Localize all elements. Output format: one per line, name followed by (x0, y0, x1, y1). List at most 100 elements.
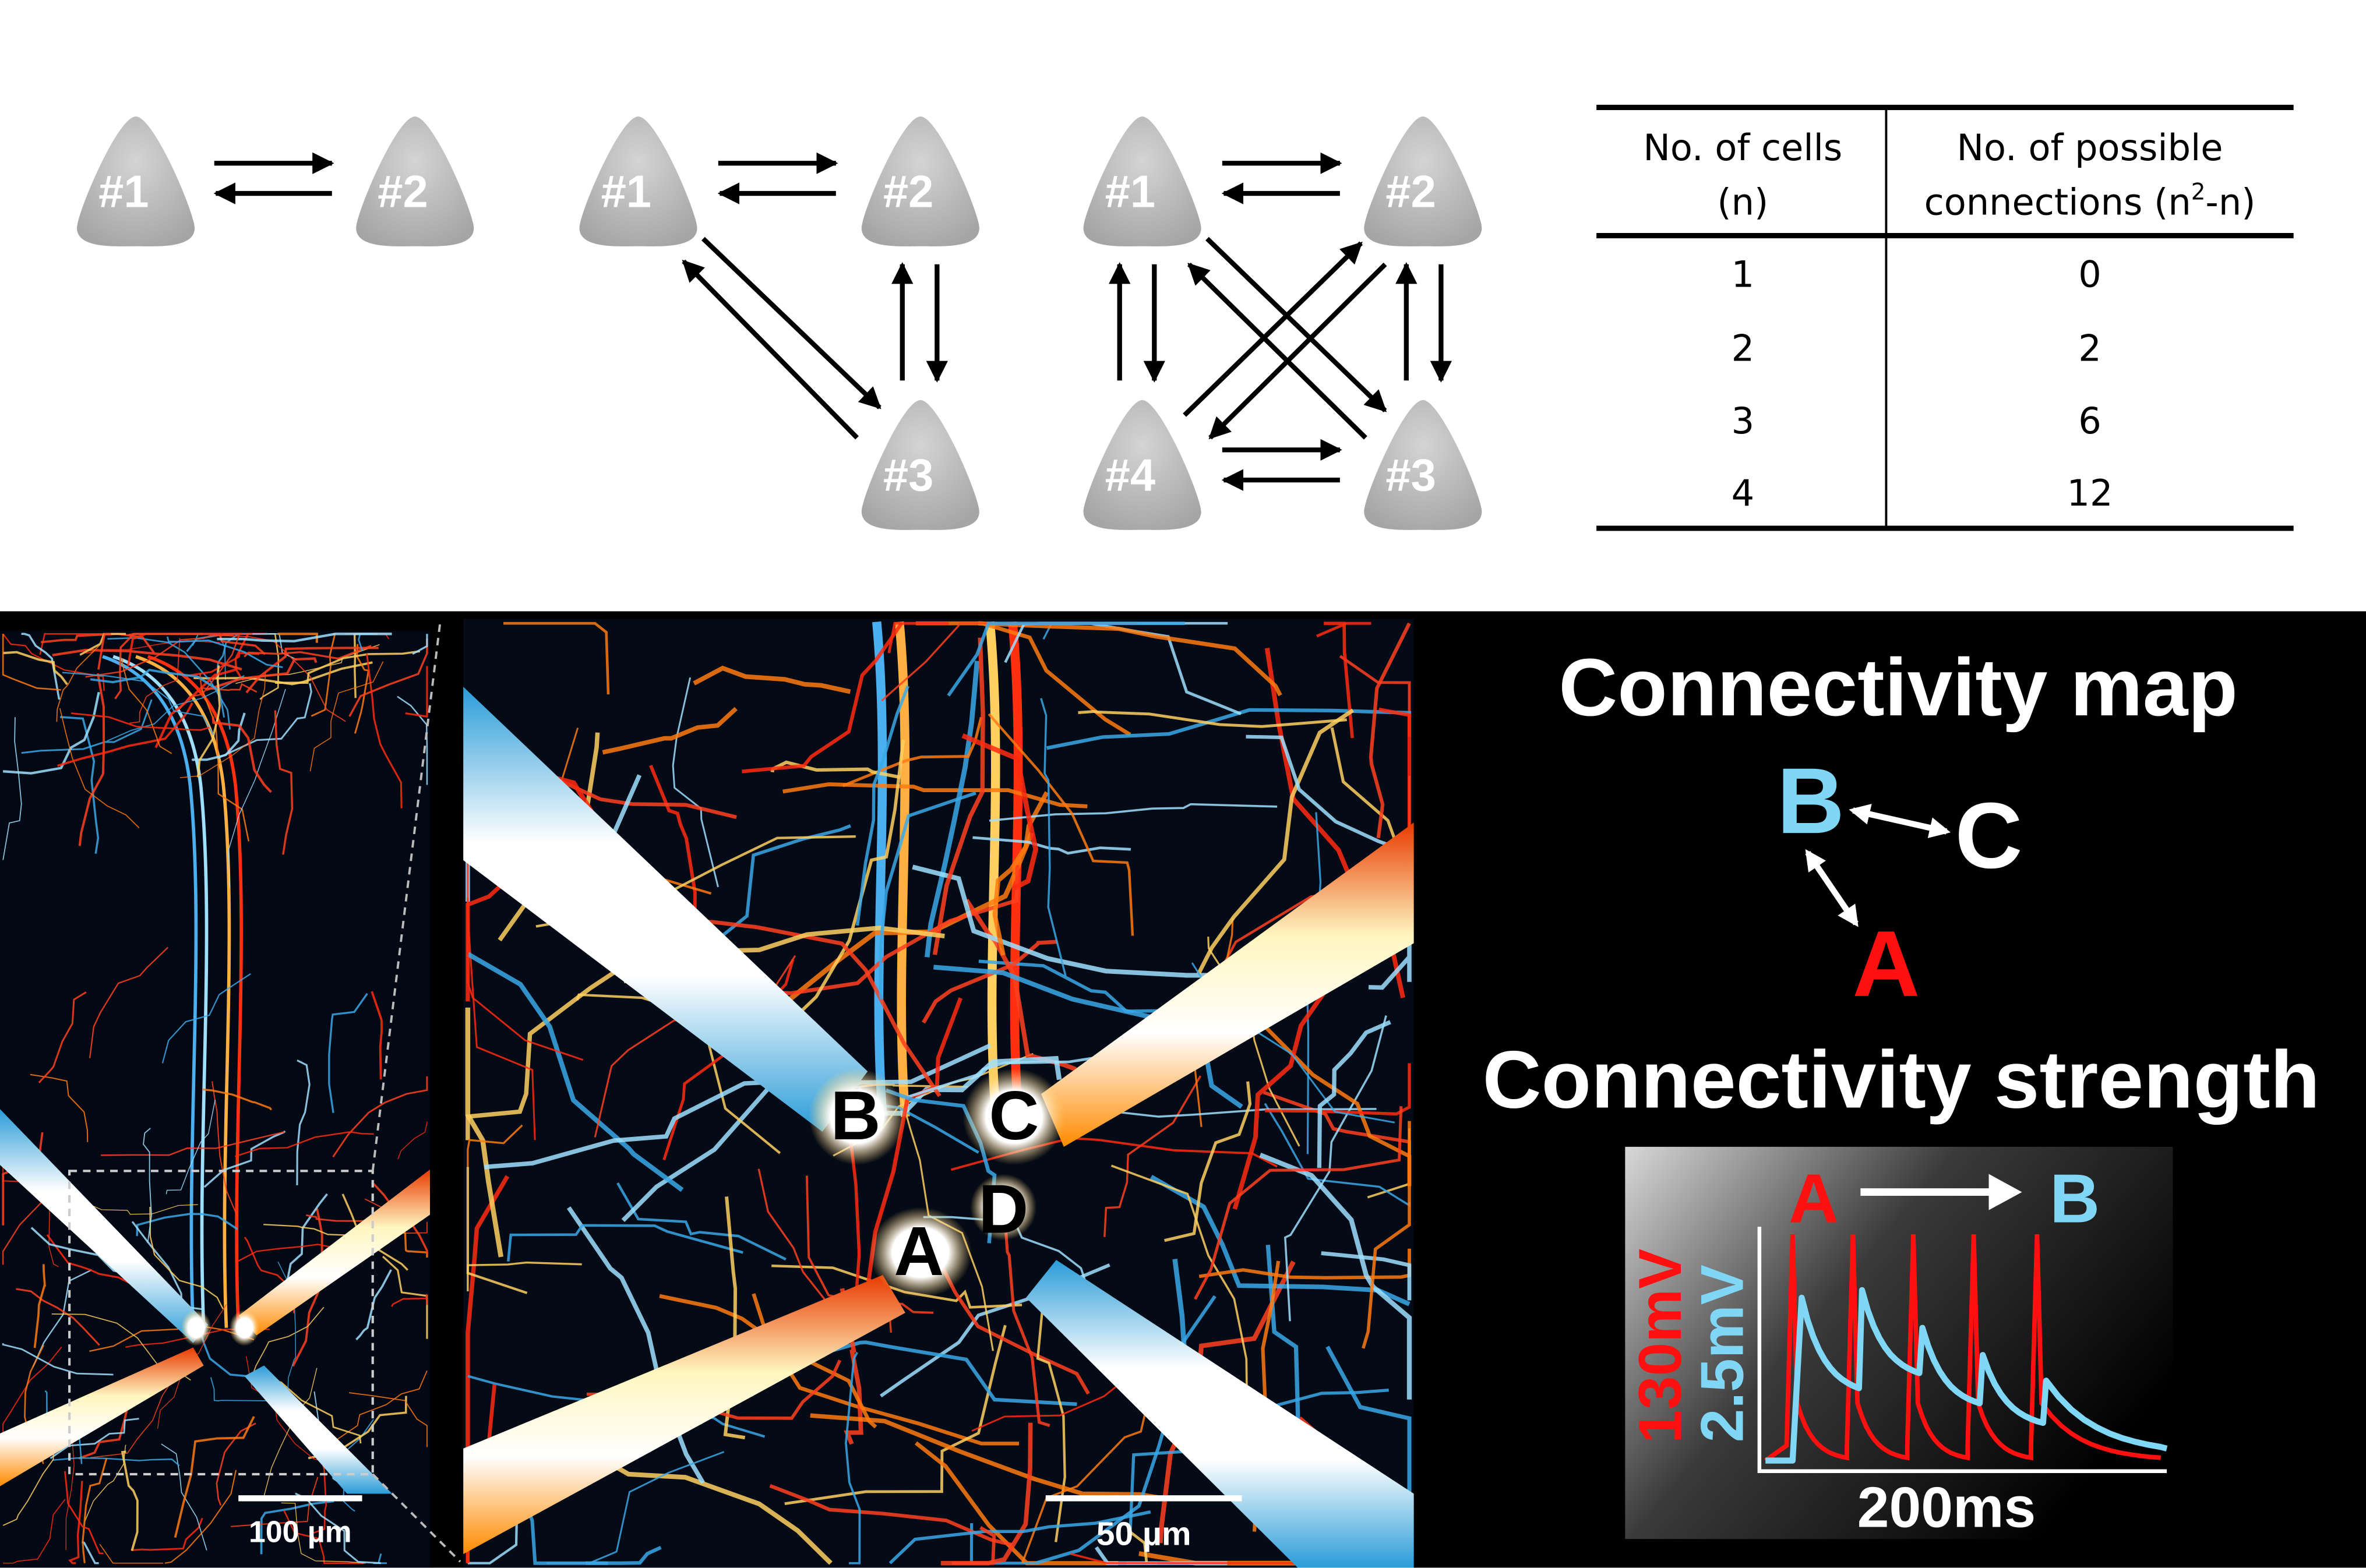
dendrite (769, 1484, 1013, 1547)
dendrite (211, 716, 272, 793)
cell-label: #1 (1105, 167, 1155, 217)
cell-triplet: #3 (861, 400, 979, 530)
dendrite (1040, 698, 1067, 977)
dendrite (784, 1325, 1007, 1506)
dendrite (1284, 1015, 1387, 1322)
dendrite (2, 1435, 55, 1526)
dendrite (503, 621, 610, 695)
table-cell-connections: 12 (2067, 472, 2113, 514)
dendrite (693, 665, 851, 694)
dendrite (82, 1458, 108, 1563)
dendrite (961, 733, 1039, 891)
blue-scale-label: 2.5mV (1688, 1265, 1755, 1442)
arrow-2-to-4 (1208, 262, 1387, 440)
dendrite (3, 651, 68, 686)
dendrite (121, 658, 172, 754)
dendrite (978, 621, 1282, 697)
cell-label-b: B (830, 1077, 880, 1154)
cell-pair: #2 (356, 116, 474, 246)
dendrite (769, 864, 1020, 995)
cell-pair: #1 (77, 116, 195, 246)
dendrite (41, 633, 155, 654)
dendrite (161, 1443, 207, 1551)
bidirectional-arrow-b-c (1849, 804, 1951, 838)
dendrite (78, 673, 105, 846)
header-connections-line2: connections (n2-n) (1924, 179, 2256, 223)
dendrite (1369, 622, 1411, 839)
postsynaptic-trace-b (1765, 1287, 2168, 1464)
cell-label: #1 (601, 167, 651, 217)
dendrite (205, 657, 318, 691)
dendrite (1002, 1191, 1050, 1427)
dendrite (59, 708, 140, 828)
pipette (0, 1109, 209, 1343)
dendrite (81, 1541, 99, 1565)
dendrite (888, 1510, 1151, 1565)
dendrite (260, 1500, 334, 1555)
scale-bar-label: 50 µm (1096, 1516, 1191, 1553)
dendrite (202, 1088, 273, 1111)
dendrite (397, 695, 428, 785)
dendrite (89, 1204, 198, 1215)
bidirectional-arrow-b-a (1805, 849, 1859, 927)
cell-quadruplet: #3 (1364, 400, 1482, 530)
soma-a (869, 1207, 972, 1298)
dendrite (951, 1526, 996, 1565)
dendrite (214, 634, 346, 722)
neuron-cone-icon (1364, 116, 1482, 246)
dendrite (484, 1076, 830, 1170)
cell-label-a: A (894, 1213, 944, 1290)
dendrite (2, 717, 22, 860)
connectivity-map-title: Connectivity map (1558, 641, 2238, 733)
neuron-cone-icon (1083, 400, 1201, 530)
dendrite (1259, 1153, 1412, 1400)
dendrite (245, 1356, 342, 1468)
pipette (463, 1275, 905, 1555)
cell-quadruplet: #4 (1083, 400, 1201, 530)
dendrite (161, 973, 251, 1064)
soma (181, 1309, 211, 1346)
dendrite (121, 1450, 139, 1551)
dendrite (348, 638, 428, 717)
arrow-4-to-2 (1183, 241, 1363, 417)
cell-label-d: D (978, 1171, 1028, 1248)
dendrite (97, 633, 111, 670)
dendrite (217, 633, 392, 642)
dendrite (348, 1392, 428, 1447)
dendrite (391, 1294, 428, 1307)
dendrite (925, 661, 980, 958)
neuron-cone-icon (77, 116, 195, 246)
dendrite (277, 633, 318, 643)
table-cell-connections: 6 (2078, 400, 2101, 442)
dendrite (275, 650, 421, 684)
time-scale-label: 200ms (1857, 1475, 2036, 1539)
dendrite (1070, 1552, 1306, 1565)
dendrite (244, 645, 372, 660)
dendrite (912, 864, 1272, 978)
dendrite (100, 1131, 285, 1156)
table-cell-cells: 4 (1732, 472, 1755, 514)
dendrite (1265, 1063, 1411, 1116)
dendrite (149, 1206, 224, 1309)
apical-dendrite (102, 655, 198, 1328)
dendrite (1317, 1020, 1391, 1168)
dendrite (309, 661, 384, 772)
connections-table: No. of cells (n) No. of possible connect… (1596, 104, 2294, 531)
cell-triplet: #2 (861, 116, 979, 246)
dendrite (154, 668, 238, 748)
dendrite (466, 1167, 528, 1294)
dendrite (274, 710, 294, 855)
cell-quadruplet: #1 (1083, 116, 1201, 246)
cell-label: #2 (883, 167, 933, 217)
cell-label: #1 (98, 167, 149, 217)
dendrite (68, 1481, 83, 1565)
cell-label: #4 (1105, 450, 1155, 500)
dendrite (887, 621, 949, 654)
dendrite (742, 622, 904, 774)
dendrite (38, 991, 87, 1083)
dendrite (337, 1370, 428, 1440)
dendrite (649, 765, 697, 957)
neuron-cone-icon (579, 116, 697, 246)
dendrite (62, 672, 214, 735)
dendrite (179, 672, 266, 778)
